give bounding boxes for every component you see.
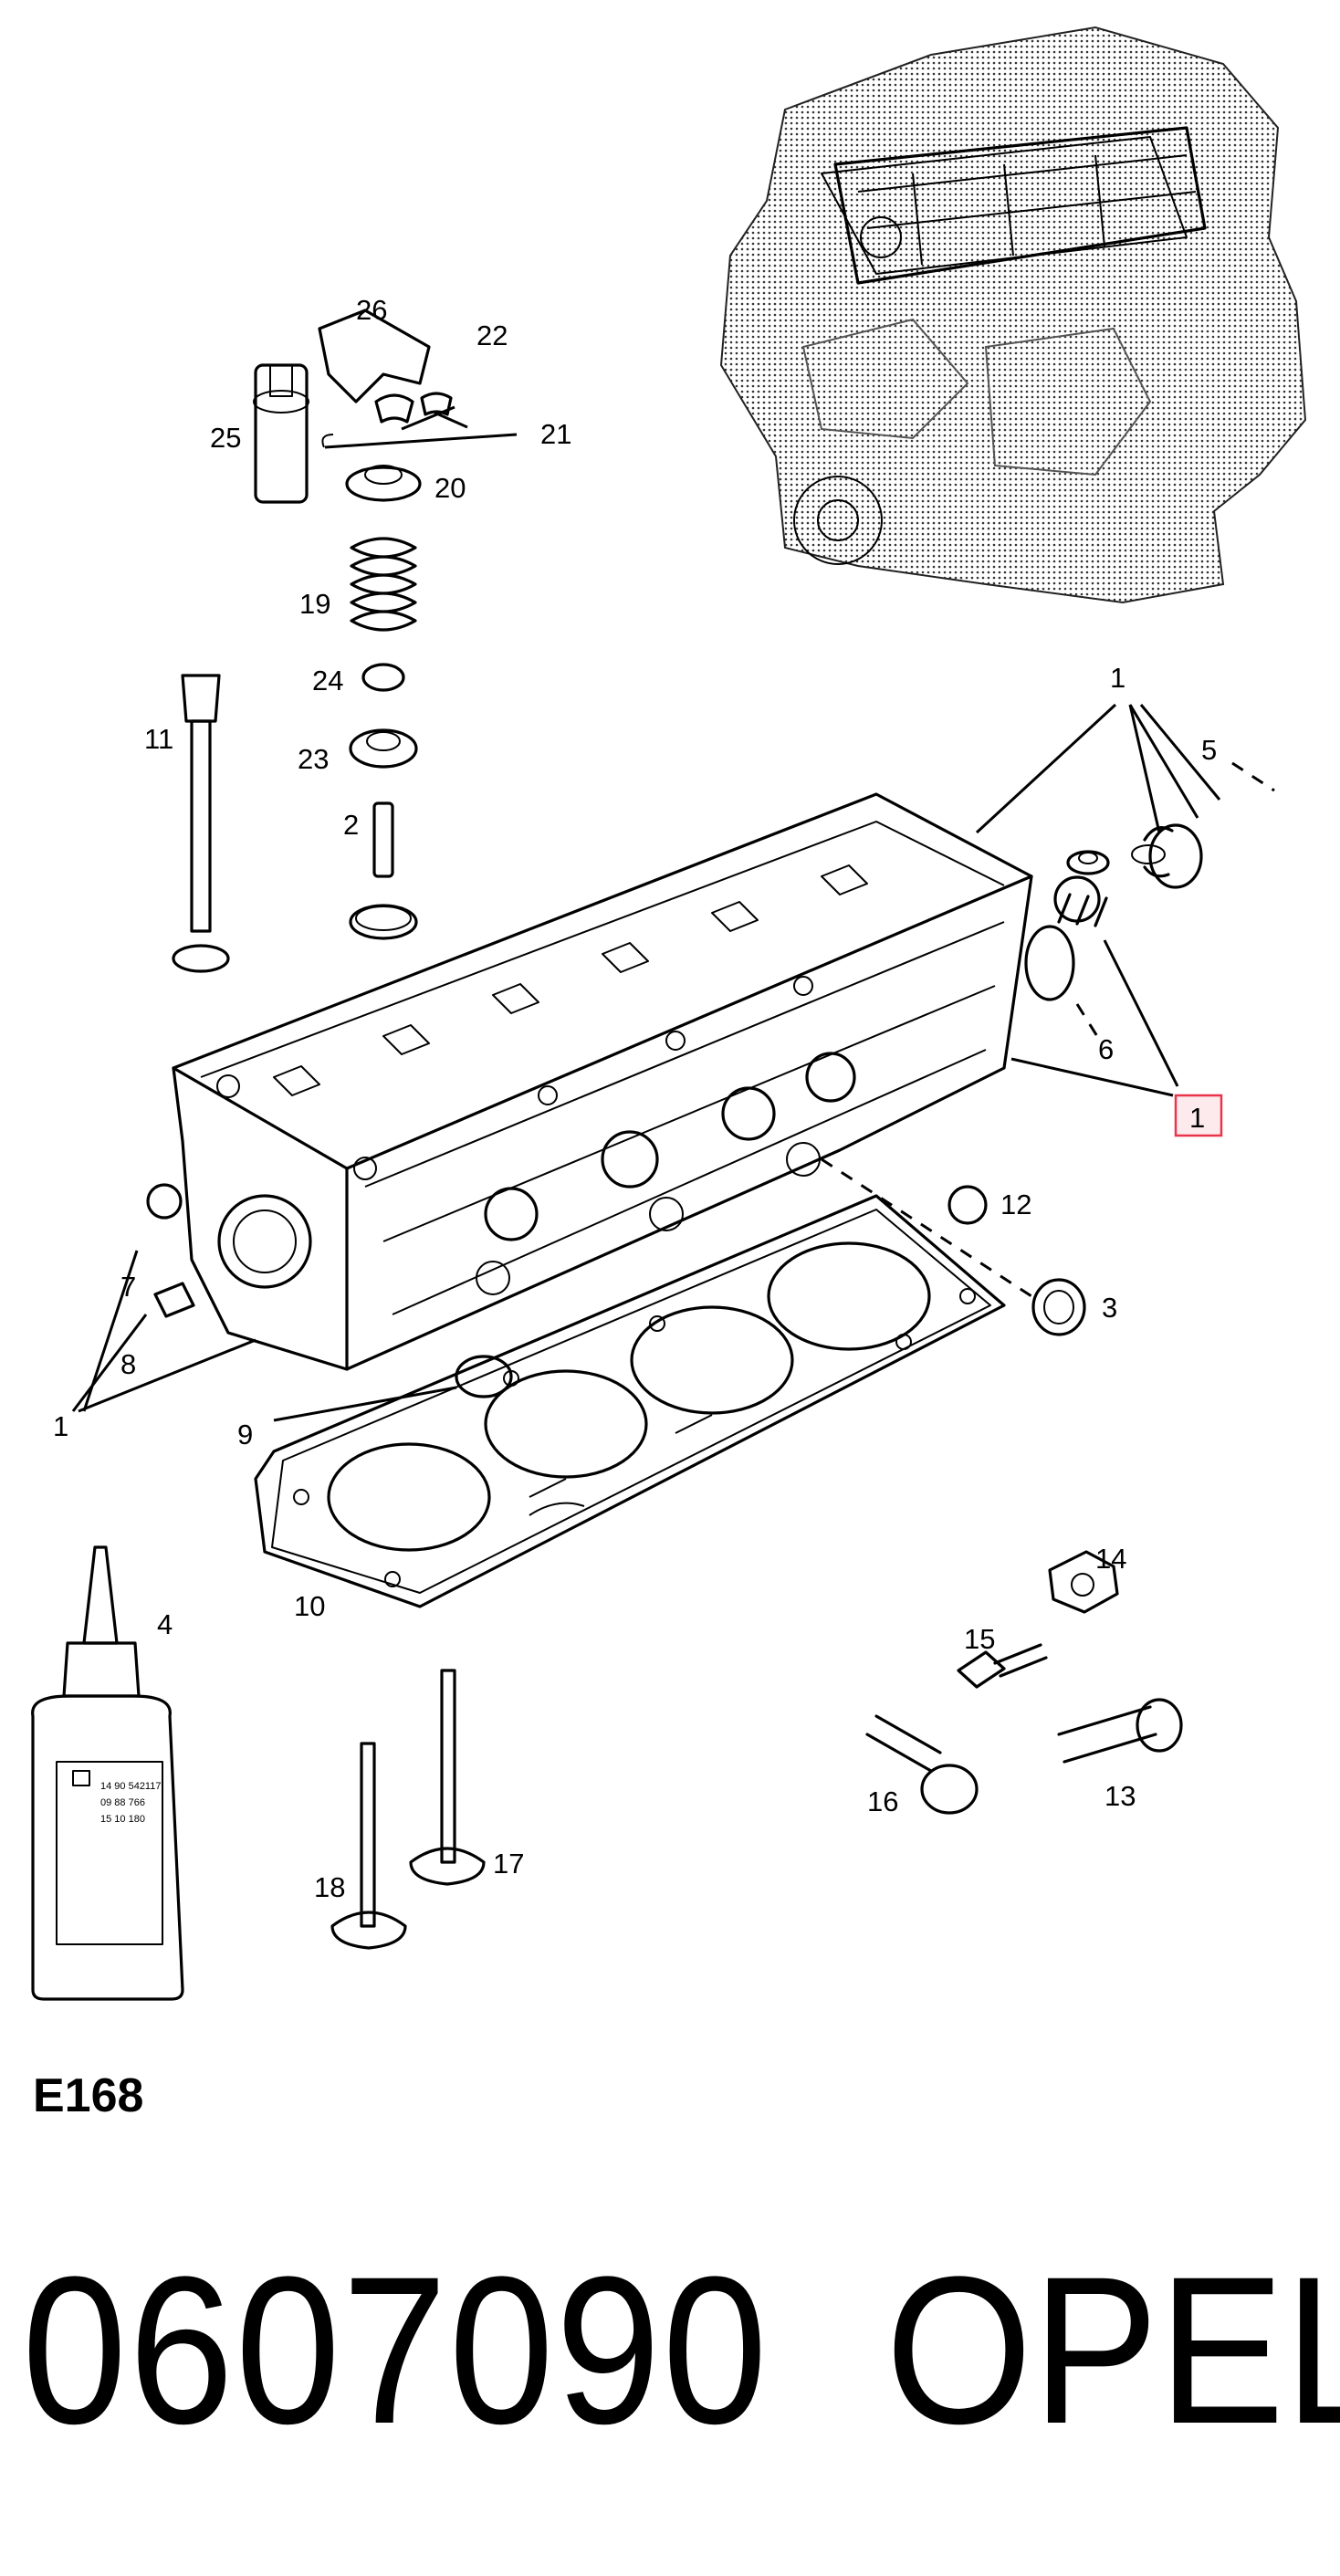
callout-18: 18 <box>314 1871 345 1903</box>
callout-11: 11 <box>144 723 173 755</box>
valves-illustration <box>330 1669 486 1950</box>
part-number: 0607090 <box>22 2233 769 2467</box>
highlight-box <box>1174 1094 1223 1137</box>
callout-labels: 1 1 1 2 3 4 5 6 7 8 9 10 11 12 13 14 15 … <box>53 294 1217 1903</box>
callout-20: 20 <box>434 472 466 504</box>
bottle-label-line3: 15 10 180 <box>100 1814 145 1825</box>
callout-2: 2 <box>343 809 359 841</box>
callout-13: 13 <box>1104 1780 1136 1812</box>
callout-16: 16 <box>867 1785 898 1817</box>
callout-21: 21 <box>540 418 571 450</box>
callout-12: 12 <box>1000 1189 1031 1220</box>
leader-lines <box>71 405 1275 1422</box>
callout-1-top: 1 <box>1110 662 1125 694</box>
valve-train-parts <box>172 309 453 973</box>
diagram-code: E168 <box>33 2069 144 2122</box>
callout-6: 6 <box>1098 1033 1114 1065</box>
sealant-bottle-illustration: 14 90 542117 09 88 766 15 10 180 <box>31 1545 184 2001</box>
callout-24: 24 <box>312 665 343 696</box>
callout-4: 4 <box>157 1608 173 1640</box>
callout-8: 8 <box>120 1348 136 1380</box>
callout-19: 19 <box>299 588 330 620</box>
callout-26: 26 <box>356 294 387 326</box>
fastener-hardware <box>865 1550 1183 1815</box>
callout-10: 10 <box>294 1590 325 1622</box>
cylinder-head-illustration <box>172 792 1033 1371</box>
head-gasket-illustration <box>254 1194 1006 1608</box>
callout-1-left: 1 <box>53 1410 68 1442</box>
callout-17: 17 <box>493 1848 524 1880</box>
callout-15: 15 <box>964 1623 995 1655</box>
small-parts-right <box>146 823 1203 1398</box>
callout-25: 25 <box>210 422 241 454</box>
callout-14: 14 <box>1095 1543 1126 1575</box>
brand-name: OPEL <box>885 2233 1340 2467</box>
callout-9: 9 <box>237 1419 253 1450</box>
callout-1-box: 1 <box>1189 1102 1205 1134</box>
bottle-label-line1: 14 90 542117 <box>100 1781 161 1792</box>
callout-3: 3 <box>1102 1292 1117 1324</box>
bottle-label-line2: 09 88 766 <box>100 1797 145 1808</box>
callout-23: 23 <box>298 743 329 775</box>
callout-7: 7 <box>120 1271 136 1303</box>
callout-22: 22 <box>476 319 508 351</box>
engine-overview-illustration <box>719 26 1307 604</box>
callout-5: 5 <box>1201 734 1217 766</box>
